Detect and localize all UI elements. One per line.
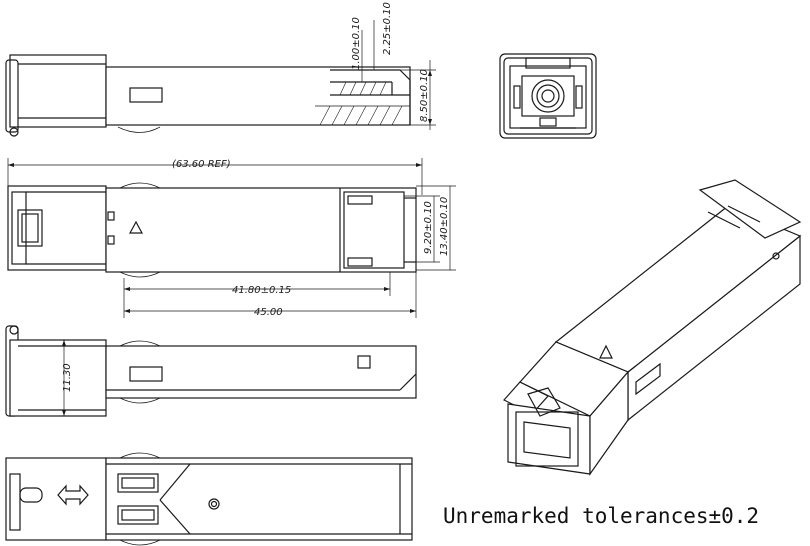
side-view-lower — [5, 325, 417, 417]
dim-45.00: 45.00 — [254, 307, 283, 318]
dim-13.40: 13.40±0.10 — [439, 197, 450, 256]
tolerance-note: Unremarked tolerances±0.2 — [443, 504, 759, 528]
top-view — [7, 158, 456, 318]
arrow-icon — [57, 484, 89, 506]
dim-2.25: 2.25±0.10 — [382, 2, 393, 55]
isometric-view — [503, 179, 802, 476]
end-view — [499, 53, 597, 139]
dim-11.30: 11.30 — [62, 363, 73, 392]
side-view-top — [5, 20, 436, 137]
dim-8.50: 8.50±0.10 — [419, 69, 430, 122]
bottom-view — [5, 452, 413, 546]
dim-41.80: 41.80±0.15 — [232, 285, 291, 296]
dim-9.20: 9.20±0.10 — [423, 201, 434, 254]
hatch-area — [319, 81, 403, 126]
dim-63.60-ref: (63.60 REF) — [172, 159, 231, 170]
dim-1.00: 1.00±0.10 — [351, 17, 362, 70]
